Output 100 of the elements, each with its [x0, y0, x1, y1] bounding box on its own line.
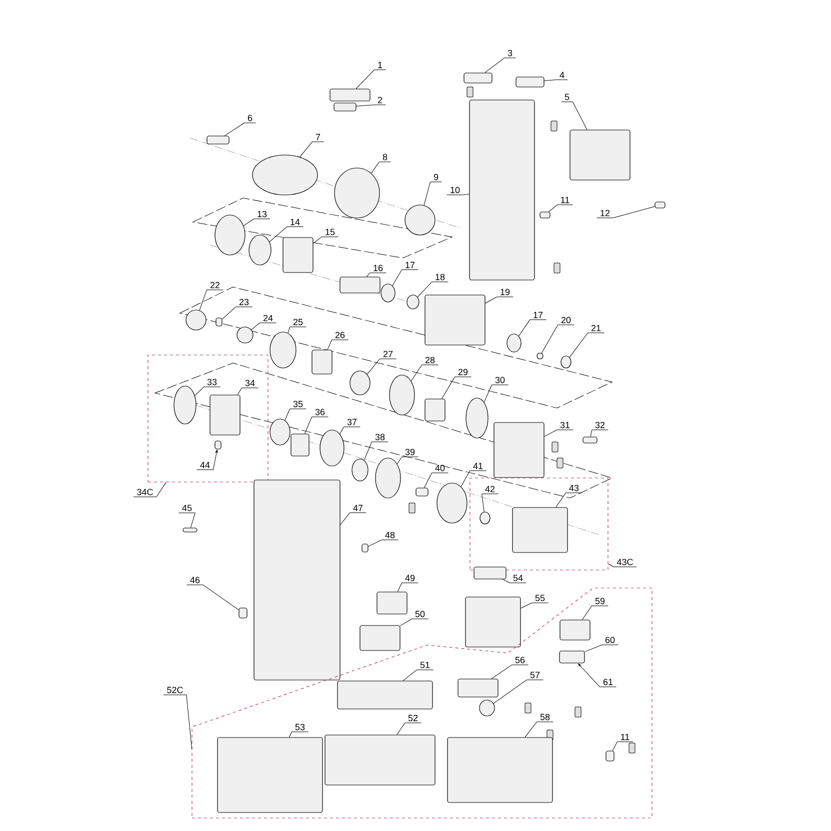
gear-drawing	[352, 458, 368, 482]
carrier-drawing	[312, 350, 332, 374]
callout-number: 44	[196, 462, 214, 470]
callout-number: 52C	[163, 686, 187, 696]
callout-number: 27	[380, 350, 396, 360]
leader-line	[224, 122, 245, 136]
callout-number: 24	[260, 314, 276, 324]
leader-line	[502, 579, 510, 584]
callout-number: 52	[404, 714, 422, 724]
leader-line	[400, 618, 412, 626]
leader-line	[578, 664, 600, 688]
screw-drawing	[238, 608, 248, 618]
callout-number: 25	[290, 318, 306, 328]
battery-drawing	[217, 737, 323, 813]
callout-number: 9	[430, 174, 442, 182]
callout-number: 7	[312, 134, 324, 142]
gear-drawing	[236, 326, 254, 344]
screw-drawing	[654, 202, 666, 208]
callout-number: 28	[422, 356, 438, 366]
callout-number: 29	[454, 368, 472, 378]
callout-number: 8	[379, 154, 391, 162]
callout-number: 34C	[133, 488, 157, 498]
washer-drawing	[389, 374, 415, 416]
leader-line	[300, 142, 313, 158]
callout-number: 22	[206, 282, 224, 290]
battery-case-drawing	[447, 737, 553, 803]
callout-number: 3	[504, 50, 516, 58]
callout-number: 19	[496, 288, 514, 298]
leader-line	[327, 340, 332, 350]
ball-drawing	[214, 440, 222, 450]
lever-drawing	[458, 678, 498, 698]
leader-line	[544, 80, 557, 82]
callout-number: 2	[374, 96, 386, 106]
housing-drawing	[469, 100, 535, 280]
callout-number: 50	[412, 610, 428, 620]
cover-drawing	[464, 72, 492, 84]
callout-number: 16	[370, 264, 386, 274]
terminal-drawing	[560, 620, 590, 640]
leader-line	[313, 236, 322, 244]
leader-line	[340, 512, 350, 526]
leader-line	[424, 472, 432, 488]
leader-line	[368, 540, 382, 547]
callout-number: 15	[322, 228, 338, 238]
leader-line	[491, 664, 512, 679]
bracket-drawing	[210, 394, 240, 436]
leader-line	[417, 282, 432, 298]
spring-drawing	[334, 102, 356, 112]
leader-line	[541, 324, 558, 354]
ring-drawing	[174, 386, 196, 424]
callout-number: 34	[242, 380, 258, 388]
leader-line	[212, 450, 218, 470]
housing-drawing	[254, 480, 340, 680]
pin-drawing	[582, 436, 598, 444]
leader-line	[612, 742, 618, 751]
callout-number: 1	[374, 62, 386, 70]
leader-line	[366, 272, 370, 277]
leader-line	[411, 364, 422, 382]
leader-line	[520, 602, 532, 609]
leader-line	[424, 182, 431, 206]
leader-line	[569, 332, 588, 358]
callout-number: 17	[402, 262, 418, 270]
callout-number: 32	[592, 422, 608, 430]
cells-drawing	[324, 734, 436, 786]
leader-line	[548, 204, 558, 212]
callout-number: 33	[204, 378, 220, 388]
leader-line	[485, 296, 498, 304]
ring-drawing	[404, 204, 436, 236]
callout-number: 51	[416, 662, 434, 670]
callout-number: 57	[526, 672, 544, 680]
leader-line	[460, 470, 470, 487]
callout-number: 53	[292, 724, 308, 732]
callout-number: 31	[556, 422, 574, 430]
callout-number: 6	[244, 114, 256, 124]
gear-drawing	[270, 418, 290, 446]
group-outline	[148, 354, 268, 482]
leader-line	[356, 104, 375, 106]
gearbox-drawing	[424, 294, 486, 346]
leader-line	[199, 290, 208, 311]
ring-drawing	[248, 234, 272, 266]
cover-drawing	[570, 130, 630, 180]
cover-drawing	[516, 76, 544, 88]
gearbox-drawing	[494, 422, 544, 478]
leader-line	[237, 388, 242, 395]
leader-line	[590, 430, 592, 437]
gear-drawing	[350, 370, 370, 396]
callout-number: 40	[432, 464, 448, 474]
ring-drawing	[270, 332, 296, 368]
carrier-drawing	[290, 434, 310, 456]
callout-number: 10	[446, 186, 464, 196]
callout-number: 26	[332, 332, 348, 340]
leader-line	[396, 456, 402, 464]
callout-number: 55	[532, 594, 548, 604]
leader-line	[482, 494, 484, 512]
balls-drawing	[282, 237, 314, 273]
spring-drawing	[214, 214, 246, 256]
board-drawing	[337, 680, 433, 710]
callout-number: 35	[290, 400, 306, 410]
terminal-drawing	[559, 650, 585, 664]
leader-line	[442, 376, 456, 399]
bearing-drawing	[380, 284, 396, 302]
